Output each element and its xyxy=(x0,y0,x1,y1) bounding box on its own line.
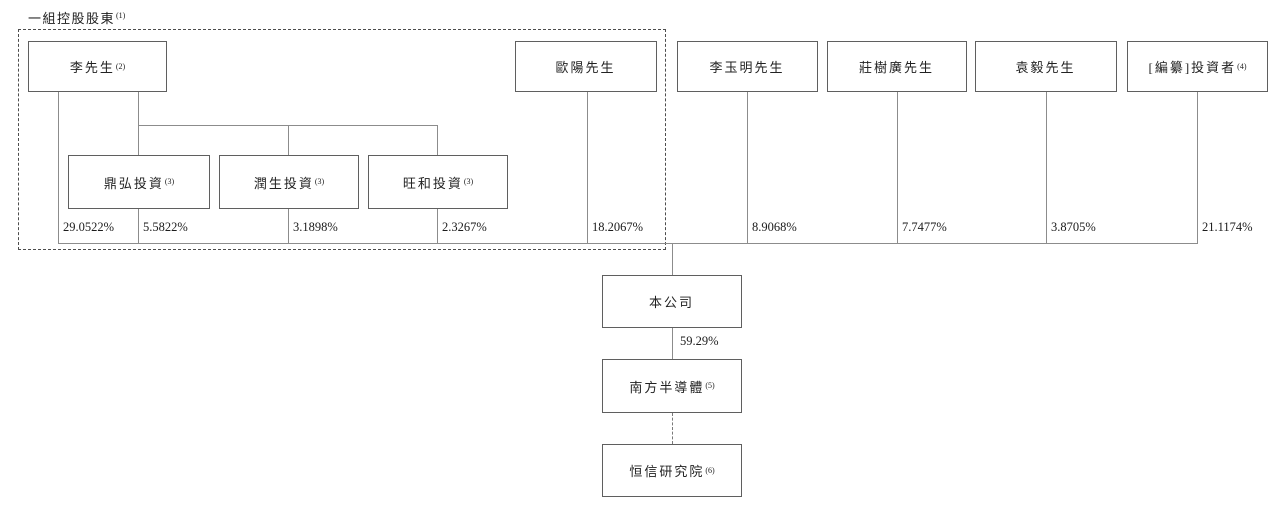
connector-line xyxy=(138,209,139,243)
connector-line xyxy=(288,125,289,155)
node-redacted-investors: [編纂]投資者(4) xyxy=(1127,41,1268,92)
node-mr-zhuang-shuguang-label: 莊樹廣先生 xyxy=(858,60,934,75)
node-runsheng-investment-label: 潤生投資 xyxy=(253,175,314,191)
node-mr-yuan-yi-label: 袁毅先生 xyxy=(1015,60,1076,75)
shareholders-bus-line xyxy=(58,243,1198,244)
pct-runsheng: 3.1898% xyxy=(293,220,338,234)
connector-line xyxy=(747,92,748,243)
dashed-connector-line xyxy=(672,413,674,444)
pct-li-direct: 29.0522% xyxy=(63,220,115,234)
node-mr-li-yuming: 李玉明先生 xyxy=(677,41,818,92)
node-mr-li: 李先生(2) xyxy=(28,41,167,92)
pct-dinghong: 5.5822% xyxy=(143,220,188,234)
node-mr-li-yuming-label: 李玉明先生 xyxy=(709,60,785,75)
node-mr-ouyang: 歐陽先生 xyxy=(515,41,657,92)
node-mr-zhuang-shuguang: 莊樹廣先生 xyxy=(827,41,967,92)
node-redacted-investors-label: [編纂]投資者 xyxy=(1148,60,1237,75)
connector-line xyxy=(437,209,438,243)
connector-line xyxy=(288,209,289,243)
node-the-company: 本公司 xyxy=(602,275,742,328)
pct-li-yuming: 8.9068% xyxy=(752,220,797,234)
connector-line xyxy=(587,92,588,243)
node-mr-yuan-yi: 袁毅先生 xyxy=(975,41,1117,92)
node-mr-ouyang-label: 歐陽先生 xyxy=(555,60,616,75)
node-southern-semiconductor-label: 南方半導體 xyxy=(629,379,705,395)
connector-line xyxy=(672,243,673,275)
node-wanghe-investment: 旺和投資(3) xyxy=(368,155,508,209)
pct-investors: 21.1174% xyxy=(1202,220,1253,234)
node-runsheng-investment: 潤生投資(3) xyxy=(219,155,359,209)
pct-zhuang: 7.7477% xyxy=(902,220,947,234)
pct-ouyang: 18.2067% xyxy=(592,220,644,234)
controlling-shareholders-group-outline xyxy=(18,29,666,250)
pct-wanghe: 2.3267% xyxy=(442,220,487,234)
node-hengxin-research-institute: 恒信研究院(6) xyxy=(602,444,742,497)
node-dinghong-investment-label: 鼎弘投資 xyxy=(103,175,164,191)
connector-line xyxy=(58,92,59,243)
node-hengxin-research-institute-label: 恒信研究院 xyxy=(629,464,705,479)
node-southern-semiconductor: 南方半導體(5) xyxy=(602,359,742,413)
node-mr-li-label: 李先生 xyxy=(69,60,115,75)
pct-southern-semiconductor: 59.29% xyxy=(680,334,719,348)
pct-yuan: 3.8705% xyxy=(1051,220,1096,234)
node-dinghong-investment: 鼎弘投資(3) xyxy=(68,155,210,209)
node-the-company-label: 本公司 xyxy=(648,295,694,310)
connector-line xyxy=(437,125,438,155)
diagram-title-footnote: (1) xyxy=(116,10,126,20)
diagram-title-text: 一組控股股東 xyxy=(28,11,116,26)
connector-line xyxy=(672,328,673,359)
connector-line xyxy=(1197,92,1198,243)
connector-line xyxy=(138,92,139,125)
node-wanghe-investment-label: 旺和投資 xyxy=(402,175,463,191)
diagram-title: 一組控股股東(1) xyxy=(28,8,125,27)
connector-line xyxy=(897,92,898,243)
connector-line xyxy=(1046,92,1047,243)
connector-line xyxy=(138,125,139,155)
